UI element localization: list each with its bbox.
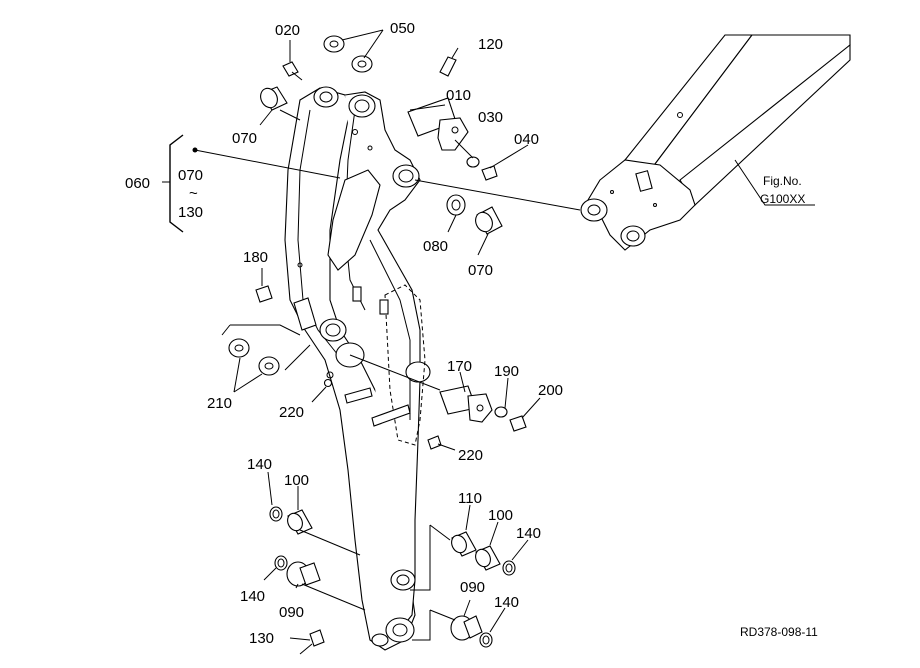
collar-080 bbox=[446, 194, 466, 216]
grease-nipple-120 bbox=[439, 56, 457, 77]
label-040: 040 bbox=[514, 131, 539, 148]
label-130-range-end: 130 bbox=[178, 204, 203, 221]
shim-050 bbox=[323, 35, 373, 73]
pin-170 bbox=[439, 385, 493, 423]
callout-labels: 020 050 120 010 030 040 070 060 070 ~ 13… bbox=[125, 20, 818, 647]
grease-nipple-020 bbox=[282, 61, 303, 81]
shim-210 bbox=[228, 338, 280, 376]
figref-number: G100XX bbox=[760, 192, 805, 206]
label-220-right: 220 bbox=[458, 447, 483, 464]
o-ring-140-d bbox=[479, 632, 493, 648]
label-170: 170 bbox=[447, 358, 472, 375]
bushing-110 bbox=[451, 531, 477, 557]
label-120: 120 bbox=[478, 36, 503, 53]
bolt-200 bbox=[509, 415, 527, 432]
grease-nipple-180 bbox=[255, 285, 273, 303]
label-070-right: 070 bbox=[468, 262, 493, 279]
label-140-a: 140 bbox=[247, 456, 272, 473]
label-070-top: 070 bbox=[232, 130, 257, 147]
label-090-b: 090 bbox=[460, 579, 485, 596]
bushing-070-right bbox=[475, 206, 503, 235]
grease-nipple-220-left bbox=[323, 378, 333, 388]
label-050: 050 bbox=[390, 20, 415, 37]
flange-bushing-090-a bbox=[286, 561, 321, 587]
figref-label: Fig.No. bbox=[763, 174, 802, 188]
o-ring-140-a bbox=[269, 506, 283, 522]
boom-assembly bbox=[580, 34, 851, 251]
label-030: 030 bbox=[478, 109, 503, 126]
bolt-040 bbox=[481, 165, 498, 181]
label-220-left: 220 bbox=[279, 404, 304, 421]
label-210: 210 bbox=[207, 395, 232, 412]
grease-nipple-220-right bbox=[427, 435, 442, 450]
label-020: 020 bbox=[275, 22, 300, 39]
label-060: 060 bbox=[125, 175, 150, 192]
o-ring-140-b bbox=[502, 560, 516, 576]
bushing-070-top bbox=[260, 86, 288, 111]
label-range-tilde: ~ bbox=[189, 185, 198, 202]
label-070-range-start: 070 bbox=[178, 167, 203, 184]
bushing-100-a bbox=[287, 509, 313, 535]
drawing-code: RD378-098-11 bbox=[740, 625, 818, 639]
leader-lines bbox=[162, 29, 581, 641]
label-180: 180 bbox=[243, 249, 268, 266]
label-090-a: 090 bbox=[279, 604, 304, 621]
label-100-b: 100 bbox=[488, 507, 513, 524]
bushing-100-b bbox=[475, 545, 501, 571]
label-190: 190 bbox=[494, 363, 519, 380]
label-140-c: 140 bbox=[240, 588, 265, 605]
label-140-b: 140 bbox=[516, 525, 541, 542]
label-200: 200 bbox=[538, 382, 563, 399]
washer-030 bbox=[466, 156, 480, 168]
flange-bushing-090-b bbox=[450, 615, 483, 641]
label-010: 010 bbox=[446, 87, 471, 104]
arm-body bbox=[284, 86, 431, 651]
label-100-a: 100 bbox=[284, 472, 309, 489]
washer-190 bbox=[494, 406, 508, 418]
label-140-d: 140 bbox=[494, 594, 519, 611]
label-110: 110 bbox=[458, 490, 482, 507]
grease-nipple-130 bbox=[299, 629, 325, 655]
label-080: 080 bbox=[423, 238, 448, 255]
o-ring-140-c bbox=[274, 555, 288, 571]
pin-010 bbox=[407, 97, 469, 151]
label-130: 130 bbox=[249, 630, 274, 647]
